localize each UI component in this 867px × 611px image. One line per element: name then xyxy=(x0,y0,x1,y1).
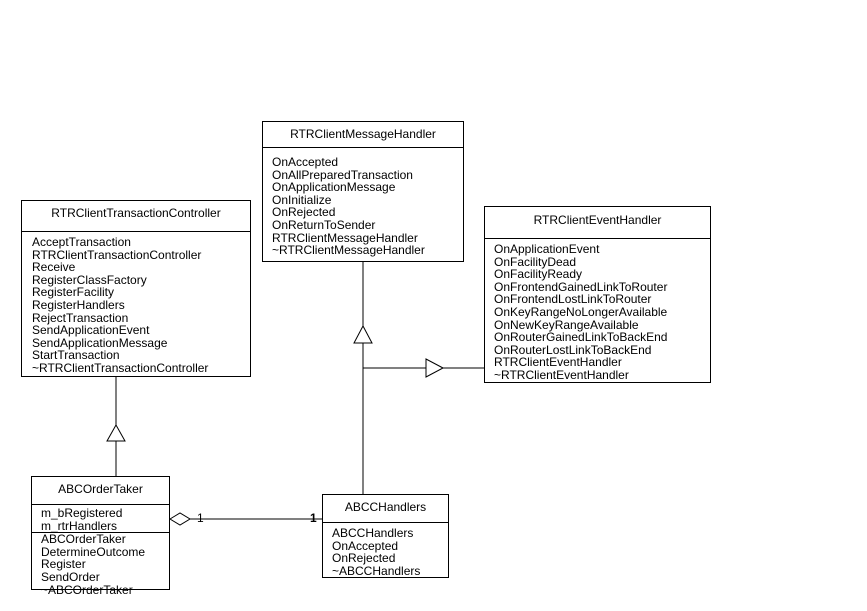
operation: OnReturnToSender xyxy=(272,217,376,232)
operation: Register xyxy=(41,557,86,572)
operation: RTRClientEventHandler xyxy=(494,355,622,370)
operation: RegisterFacility xyxy=(32,285,115,300)
operation: ~RTRClientTransactionController xyxy=(32,360,209,375)
operations-compartment: OnAccepted OnAllPreparedTransaction OnAp… xyxy=(263,148,463,261)
attribute: m_bRegistered xyxy=(41,506,123,520)
operation: OnRouterGainedLinkToBackEnd xyxy=(494,330,668,345)
operation: OnNewKeyRangeAvailable xyxy=(494,317,639,332)
generalization-arrowhead-ordertaker xyxy=(106,423,126,442)
operation: OnAccepted xyxy=(272,155,339,169)
operation: ~RTRClientMessageHandler xyxy=(272,243,425,258)
operation: OnInitialize xyxy=(272,192,332,207)
operation: StartTransaction xyxy=(32,348,120,363)
operations-compartment: AcceptTransaction RTRClientTransactionCo… xyxy=(22,232,250,379)
class-name: ABCOrderTaker xyxy=(32,477,169,505)
operation: ~ABCCHandlers xyxy=(332,563,421,578)
attributes-compartment: m_bRegistered m_rtrHandlers xyxy=(32,505,169,532)
operation: ABCOrderTaker xyxy=(41,532,126,547)
operation: OnFacilityDead xyxy=(494,254,577,269)
operation: Receive xyxy=(32,260,76,275)
operation: OnApplicationEvent xyxy=(494,242,600,256)
class-name: RTRClientTransactionController xyxy=(22,201,250,232)
class-abcordertaker[interactable]: ABCOrderTaker m_bRegistered m_rtrHandler… xyxy=(31,476,170,596)
operation: OnAccepted xyxy=(332,538,399,553)
operation: SendApplicationMessage xyxy=(32,335,168,350)
operation: RegisterClassFactory xyxy=(32,272,147,287)
operations-compartment: OnApplicationEvent OnFacilityDead OnFaci… xyxy=(485,239,710,386)
operations-compartment: ABCOrderTaker DetermineOutcome Register … xyxy=(32,532,169,600)
operation: OnFacilityReady xyxy=(494,267,583,282)
operation: AcceptTransaction xyxy=(32,235,131,249)
multiplicity-right: 1 xyxy=(310,511,317,525)
operation: SendApplicationEvent xyxy=(32,323,150,338)
operation: OnRouterLostLinkToBackEnd xyxy=(494,342,652,357)
attribute: m_rtrHandlers xyxy=(41,518,118,533)
operation: RTRClientMessageHandler xyxy=(272,230,418,245)
operation: ~ABCOrderTaker xyxy=(41,582,133,597)
operation: ~RTRClientEventHandler xyxy=(494,367,629,382)
operation: OnRejected xyxy=(272,205,336,220)
operations-compartment: ABCCHandlers OnAccepted OnRejected ~ABCC… xyxy=(323,523,448,581)
operation: OnFrontendLostLinkToRouter xyxy=(494,292,652,307)
operation: OnFrontendGainedLinkToRouter xyxy=(494,279,668,294)
class-rtrclienttransactioncontroller[interactable]: RTRClientTransactionController AcceptTra… xyxy=(21,200,251,377)
class-name: RTRClientMessageHandler xyxy=(263,122,463,148)
class-rtrclientmessagehandler[interactable]: RTRClientMessageHandler OnAccepted OnAll… xyxy=(262,121,464,262)
generalization-arrowhead-message xyxy=(353,324,373,344)
operation: OnAllPreparedTransaction xyxy=(272,167,413,182)
operation: OnApplicationMessage xyxy=(272,180,396,195)
operation: OnRejected xyxy=(332,551,396,566)
multiplicity-left: 1 xyxy=(197,511,204,525)
operation: DetermineOutcome xyxy=(41,544,146,559)
aggregation-diamond xyxy=(169,512,191,526)
operation: RejectTransaction xyxy=(32,310,129,325)
operation: ABCCHandlers xyxy=(332,526,414,540)
operation: RegisterHandlers xyxy=(32,297,125,312)
class-abcchandlers[interactable]: ABCCHandlers ABCCHandlers OnAccepted OnR… xyxy=(322,494,449,578)
class-name: RTRClientEventHandler xyxy=(485,207,710,239)
operation: OnKeyRangeNoLongerAvailable xyxy=(494,304,668,319)
operation: RTRClientTransactionController xyxy=(32,247,202,262)
generalization-arrowhead-event xyxy=(425,358,445,378)
class-name: ABCCHandlers xyxy=(323,495,448,523)
operation: SendOrder xyxy=(41,569,100,584)
class-rtrclienteventhandler[interactable]: RTRClientEventHandler OnApplicationEvent… xyxy=(484,206,711,383)
